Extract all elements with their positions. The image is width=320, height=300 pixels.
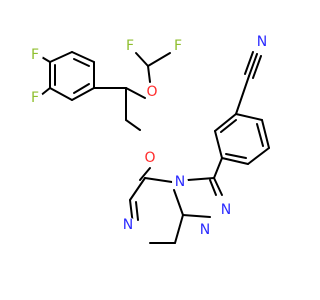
- bond: [73, 58, 90, 67]
- bond: [139, 167, 151, 181]
- label-mask: [254, 34, 270, 50]
- bond: [129, 177, 146, 201]
- bond: [73, 83, 90, 94]
- bond: [147, 65, 151, 83]
- bond: [261, 119, 270, 149]
- nitrogen-atom-label: N: [175, 174, 185, 190]
- label-mask: [170, 38, 186, 54]
- oxygen-atom-label: O: [146, 84, 157, 100]
- label-mask: [122, 38, 138, 54]
- nitrogen-atom-label: N: [200, 222, 210, 238]
- bond: [125, 87, 146, 99]
- bond: [173, 189, 184, 216]
- bond: [221, 157, 249, 165]
- bond: [244, 51, 254, 75]
- bond: [220, 119, 237, 133]
- bond: [213, 157, 223, 179]
- bond: [225, 153, 247, 159]
- structure-diagram: F F F F O O N N N N N: [27, 34, 270, 244]
- bond: [125, 119, 141, 131]
- nitrogen-atom-label: N: [221, 202, 231, 218]
- fluorine-atom-label: F: [174, 38, 182, 54]
- nitrogen-atom-label: N: [257, 34, 267, 50]
- bond: [213, 177, 223, 196]
- label-mask: [120, 217, 136, 233]
- bond: [256, 123, 264, 147]
- bond: [147, 52, 171, 67]
- bond: [135, 52, 149, 67]
- bond: [71, 51, 95, 63]
- label-mask: [142, 150, 158, 166]
- atom-label-layer: F F F F O O N N N N N: [27, 34, 270, 238]
- molecule-canvas: F F F F O O N N N N N: [27, 34, 270, 244]
- bond: [248, 53, 258, 77]
- label-mask: [172, 174, 188, 190]
- bond: [214, 113, 237, 132]
- fluorine-atom-label: F: [31, 90, 39, 106]
- label-mask: [218, 202, 234, 218]
- bond: [49, 87, 73, 101]
- bond: [252, 55, 262, 79]
- bond: [144, 177, 173, 183]
- oxygen-atom-label: O: [144, 150, 155, 166]
- fluorine-atom-label: F: [31, 47, 39, 63]
- fluorine-atom-label: F: [126, 38, 134, 54]
- bond: [182, 214, 211, 218]
- label-mask: [27, 90, 43, 106]
- bond: [235, 75, 250, 115]
- bond: [209, 179, 217, 196]
- label-mask: [144, 84, 160, 100]
- bond: [135, 201, 139, 221]
- bond: [71, 87, 95, 101]
- bond: [214, 130, 223, 159]
- label-mask: [27, 47, 43, 63]
- bond-layer: [39, 51, 270, 244]
- bond: [174, 214, 184, 244]
- bond: [247, 147, 270, 165]
- nitrogen-atom-label: N: [123, 217, 133, 233]
- bond: [49, 51, 73, 63]
- bond: [235, 113, 263, 121]
- label-mask: [197, 222, 213, 238]
- bond: [187, 177, 215, 181]
